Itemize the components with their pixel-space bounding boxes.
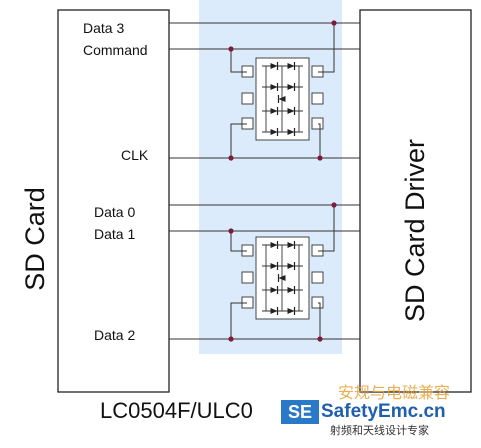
ic-wire: [318, 23, 335, 73]
ic-diode: [270, 242, 278, 248]
ic-wire: [230, 123, 247, 158]
label-data0: Data 0: [94, 204, 136, 220]
signal-lines: [169, 22, 360, 340]
sd-card-title: SD Card: [20, 187, 50, 291]
label-data3: Data 3: [83, 20, 125, 36]
ic-diode: [287, 129, 295, 135]
ic-wire: [318, 302, 321, 339]
ic-diode: [287, 242, 295, 248]
ic-diode: [278, 96, 286, 102]
sd-card-driver-block: [359, 9, 472, 393]
protection-ic-top: [228, 20, 337, 161]
ic-diode: [270, 108, 278, 114]
label-data1: Data 1: [94, 226, 136, 242]
ic-wire: [230, 49, 247, 73]
ic-diode: [287, 84, 295, 90]
ic-diode: [287, 308, 295, 314]
ic-pin-right: [311, 296, 324, 309]
ic-diode: [270, 84, 278, 90]
ic-diode: [287, 108, 295, 114]
label-data2: Data 2: [94, 327, 136, 343]
label-command: Command: [83, 42, 148, 58]
junction-dot: [228, 155, 234, 161]
ic-diode: [270, 63, 278, 69]
ic-diode: [287, 287, 295, 293]
ic-wire: [318, 205, 335, 252]
diagram-caption: LC0504F/ULC0: [100, 398, 253, 423]
ic-pin-right: [311, 271, 324, 284]
watermark-site: SafetyEmc.cn: [321, 401, 446, 422]
junction-dot: [317, 336, 323, 342]
junction-dot: [331, 20, 337, 26]
ic-diode: [270, 308, 278, 314]
ic-pin-left: [241, 271, 254, 284]
ic-wire: [230, 231, 247, 252]
sd-card-driver-title: SD Card Driver: [400, 138, 430, 322]
junction-dot: [317, 155, 323, 161]
sd-card-block: [57, 9, 170, 393]
ic-pin-right: [311, 92, 324, 105]
watermark-subtitle: 射频和天线设计专家: [330, 424, 429, 437]
label-clk: CLK: [121, 147, 149, 163]
ic-diode: [278, 275, 286, 281]
ic-pin-left: [241, 92, 254, 105]
junction-dot: [228, 46, 234, 52]
junction-dot: [228, 228, 234, 234]
junction-dot: [331, 202, 337, 208]
ic-diode: [287, 63, 295, 69]
watermark-badge: SE: [281, 400, 319, 424]
watermark-chinese: 安规与电磁兼容: [338, 383, 451, 402]
ic-diode: [287, 263, 295, 269]
ic-diode: [270, 287, 278, 293]
junction-dot: [228, 336, 234, 342]
ic-diode: [270, 263, 278, 269]
protection-ic-bottom: [228, 202, 337, 342]
ic-wire: [318, 123, 321, 158]
ic-diode: [270, 129, 278, 135]
ic-pin-right: [311, 117, 324, 130]
ic-wire: [230, 302, 247, 339]
